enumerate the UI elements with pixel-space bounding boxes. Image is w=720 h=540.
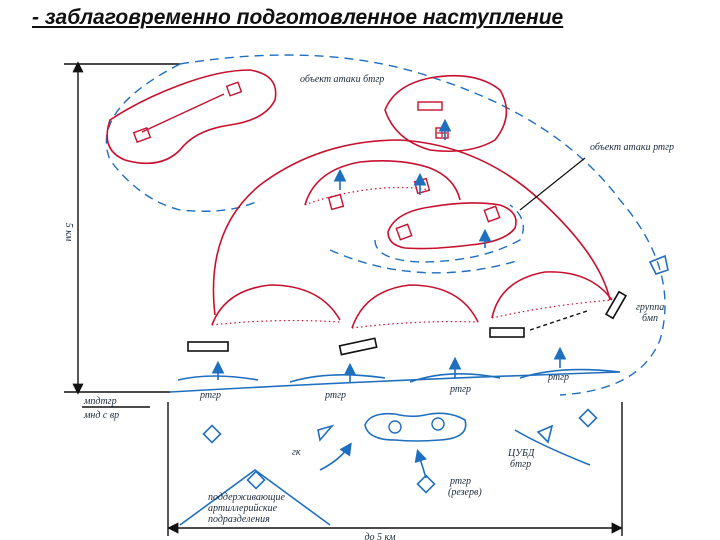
enemy-strongpoint-2 [351,284,479,329]
label-bmp-group-2: бмп [642,313,658,324]
enemy-positions [106,69,613,329]
label-rtgr-3: ртгр [449,384,471,395]
depth-label: 5 км [63,223,74,242]
label-tsubd-1: ЦУБД [507,448,535,459]
label-gk: гк [292,447,301,458]
enemy-object-left [106,69,277,165]
deployment-line [169,371,621,393]
friendly-forces [169,118,669,526]
enemy-main-arc [212,139,611,316]
enemy-equipment-row [187,309,591,356]
label-rtgr-4: ртгр [547,372,569,383]
label-object-rt: объект атаки ртгр [590,142,674,153]
departure-line-label-2: мнд с вр [83,410,119,421]
label-rtgr-1: ртгр [199,390,221,401]
width-dimension: до 5 км [167,402,623,540]
enemy-strongpoint-1 [211,284,341,326]
command-post [364,412,467,442]
label-artillery-3: подразделения [208,514,270,525]
enemy-object-center [387,202,517,250]
enemy-middle-arc [304,160,461,206]
departure-line-label-1: мпдтгр [83,396,117,407]
enemy-strongpoint-3 [491,271,613,319]
enemy-middle-trench [304,186,431,206]
approach-arc-center [329,249,521,274]
departure-line-caption: мпдтгр мнд с вр [82,396,150,421]
artillery-position [179,469,331,526]
depth-dimension: 5 км [63,61,180,395]
label-reserve-1: ртгр [449,476,471,487]
label-rtgr-2: ртгр [324,390,346,401]
label-artillery-2: артиллерийские [208,503,278,514]
outer-boundary [179,54,666,396]
width-label: до 5 км [364,532,396,540]
left-boundary [105,63,261,212]
label-reserve-2: (резерв) [448,487,482,498]
label-artillery-1: поддерживающие [208,492,285,503]
label-bmp-group-1: группа [636,302,664,313]
label-tsubd-2: бтгр [510,459,531,470]
enemy-object-right [384,74,508,153]
labels: объект атаки бтгр объект атаки ртгр ртгр… [199,74,674,525]
page-title: - заблаговременно подготовленное наступл… [32,6,564,29]
label-object-bt: объект атаки бтгр [300,74,384,85]
